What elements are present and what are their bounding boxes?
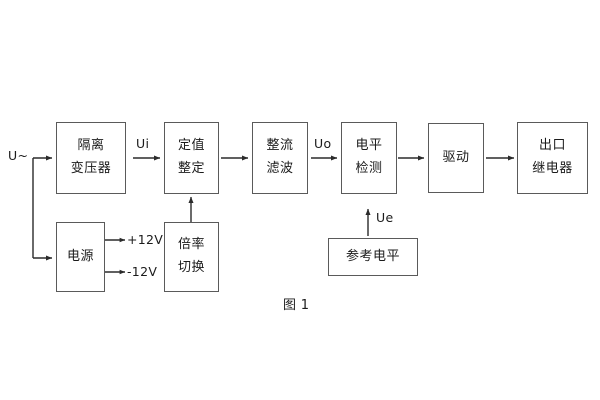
block-rectify-filter: 整流 滤波 [252,122,308,194]
setpoint-setting-line2: 整定 [177,161,205,176]
block-level-detection: 电平 检测 [341,122,397,194]
level-detection-line1: 电平 [355,138,383,154]
level-detection-line2: 检测 [355,161,383,176]
rail-label-negative: -12V [127,264,158,279]
output-relay-line2: 继电器 [532,161,573,176]
rail-label-positive: +12V [127,232,164,247]
setpoint-setting-line1: 定值 [177,138,205,154]
rectify-filter-line2: 滤波 [266,161,294,176]
output-relay-line1: 出口 [538,138,566,154]
reference-level-line1: 参考电平 [345,248,400,264]
block-isolation-transformer: 隔离 变压器 [56,122,126,194]
rectify-filter-line1: 整流 [266,138,294,154]
drive-line1: 驱动 [442,149,470,165]
isolation-transformer-line2: 变压器 [70,161,112,176]
signal-label-uo: Uo [314,136,332,151]
block-power-supply: 电源 [56,222,105,292]
isolation-transformer-line1: 隔离 [77,138,105,154]
block-output-relay: 出口 继电器 [517,122,588,194]
signal-label-ui: Ui [136,136,150,151]
block-reference-level: 参考电平 [328,238,418,276]
block-multiplier-switch: 倍率 切换 [164,222,219,292]
figure-caption: 图 1 [283,298,310,313]
input-voltage-label: U~ [8,148,29,163]
power-supply-line1: 电源 [66,248,94,264]
multiplier-switch-line1: 倍率 [177,237,205,253]
multiplier-switch-line2: 切换 [177,260,205,275]
signal-label-ue: Ue [376,210,394,225]
block-setpoint-setting: 定值 整定 [164,122,219,194]
block-drive: 驱动 [428,123,484,193]
